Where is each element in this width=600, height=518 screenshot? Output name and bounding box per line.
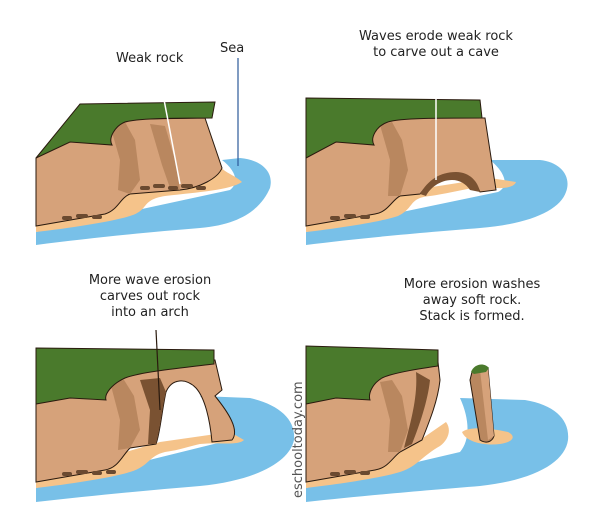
grass-top <box>305 345 439 405</box>
panel-2-caption-line-1: Waves erode weak rock <box>359 29 513 44</box>
cliff-shadow <box>404 372 430 448</box>
panel-2: Waves erode weak rock to carve out a cav… <box>305 29 568 245</box>
sea-label: Sea <box>220 41 244 56</box>
panel-3-caption-line-1: More wave erosion <box>89 273 211 288</box>
watermark: eschooltoday.com <box>291 381 306 498</box>
panel-4-caption-line-3: Stack is formed. <box>419 309 524 324</box>
grass-top <box>35 101 216 159</box>
panel-2-caption-line-2: to carve out a cave <box>373 45 499 60</box>
rubble <box>330 214 370 220</box>
sea-stack-grass <box>471 364 489 374</box>
weak-rock-label: Weak rock <box>116 51 184 66</box>
weak-rock-pointer <box>157 67 181 185</box>
rubble <box>62 470 116 476</box>
panel-4-caption-line-2: away soft rock. <box>423 293 522 308</box>
cave-opening <box>420 172 480 196</box>
sea-area <box>306 160 568 245</box>
panel-4: More erosion washes away soft rock. Stac… <box>305 277 569 502</box>
sea-stack-highlight <box>480 368 494 440</box>
beach-sand <box>36 432 244 488</box>
panel-3: More wave erosion carves out rock into a… <box>35 273 295 502</box>
rubble <box>62 184 206 220</box>
arch-pointer <box>155 329 161 411</box>
cliff-shadow <box>110 380 140 450</box>
cliff-shadow <box>380 122 408 196</box>
panel-1: Weak rock Sea <box>35 41 271 245</box>
grass-top <box>35 347 215 405</box>
cliff-shadow <box>110 122 140 194</box>
rubble <box>330 470 370 476</box>
panel-4-caption-line-1: More erosion washes <box>404 277 541 292</box>
grass-top <box>305 97 483 159</box>
beach-sand <box>306 178 516 232</box>
panel-3-caption-line-2: carves out rock <box>100 289 201 304</box>
panel-3-caption-line-3: into an arch <box>111 305 189 320</box>
cliff-shadow <box>380 380 408 452</box>
cliff-shadow <box>150 124 180 190</box>
